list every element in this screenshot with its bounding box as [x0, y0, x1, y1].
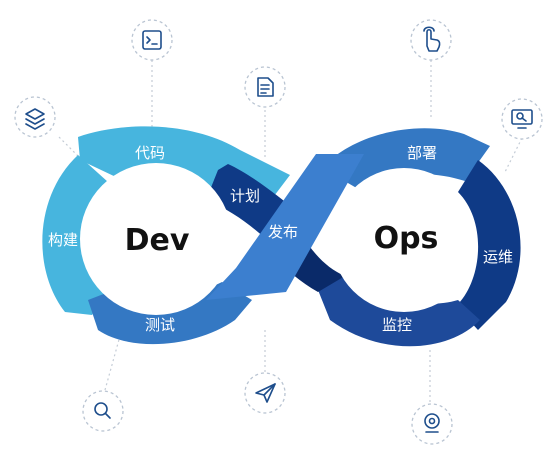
webcam-icon — [411, 403, 453, 445]
send-icon — [244, 372, 286, 414]
search-icon — [82, 390, 124, 432]
label-code: 代码 — [135, 144, 165, 162]
document-icon — [244, 66, 286, 108]
dev-hole — [80, 163, 232, 315]
ops-label: Ops — [374, 221, 439, 256]
label-monitor: 监控 — [382, 316, 412, 334]
label-operate: 运维 — [483, 248, 513, 266]
pointer-hand-icon — [410, 19, 452, 61]
terminal-icon — [131, 19, 173, 61]
segment-deploy[interactable] — [322, 128, 490, 190]
layers-icon — [14, 96, 56, 138]
segment-release[interactable] — [206, 154, 364, 300]
monitor-icon — [501, 98, 543, 140]
dev-label: Dev — [125, 223, 190, 258]
label-plan: 计划 — [230, 187, 260, 205]
connector-lines — [58, 60, 523, 405]
label-build: 构建 — [48, 231, 78, 249]
label-test: 测试 — [145, 316, 175, 334]
label-deploy: 部署 — [407, 144, 437, 162]
segment-operate[interactable] — [456, 160, 521, 330]
label-release: 发布 — [268, 223, 298, 241]
ops-hole — [332, 168, 476, 312]
